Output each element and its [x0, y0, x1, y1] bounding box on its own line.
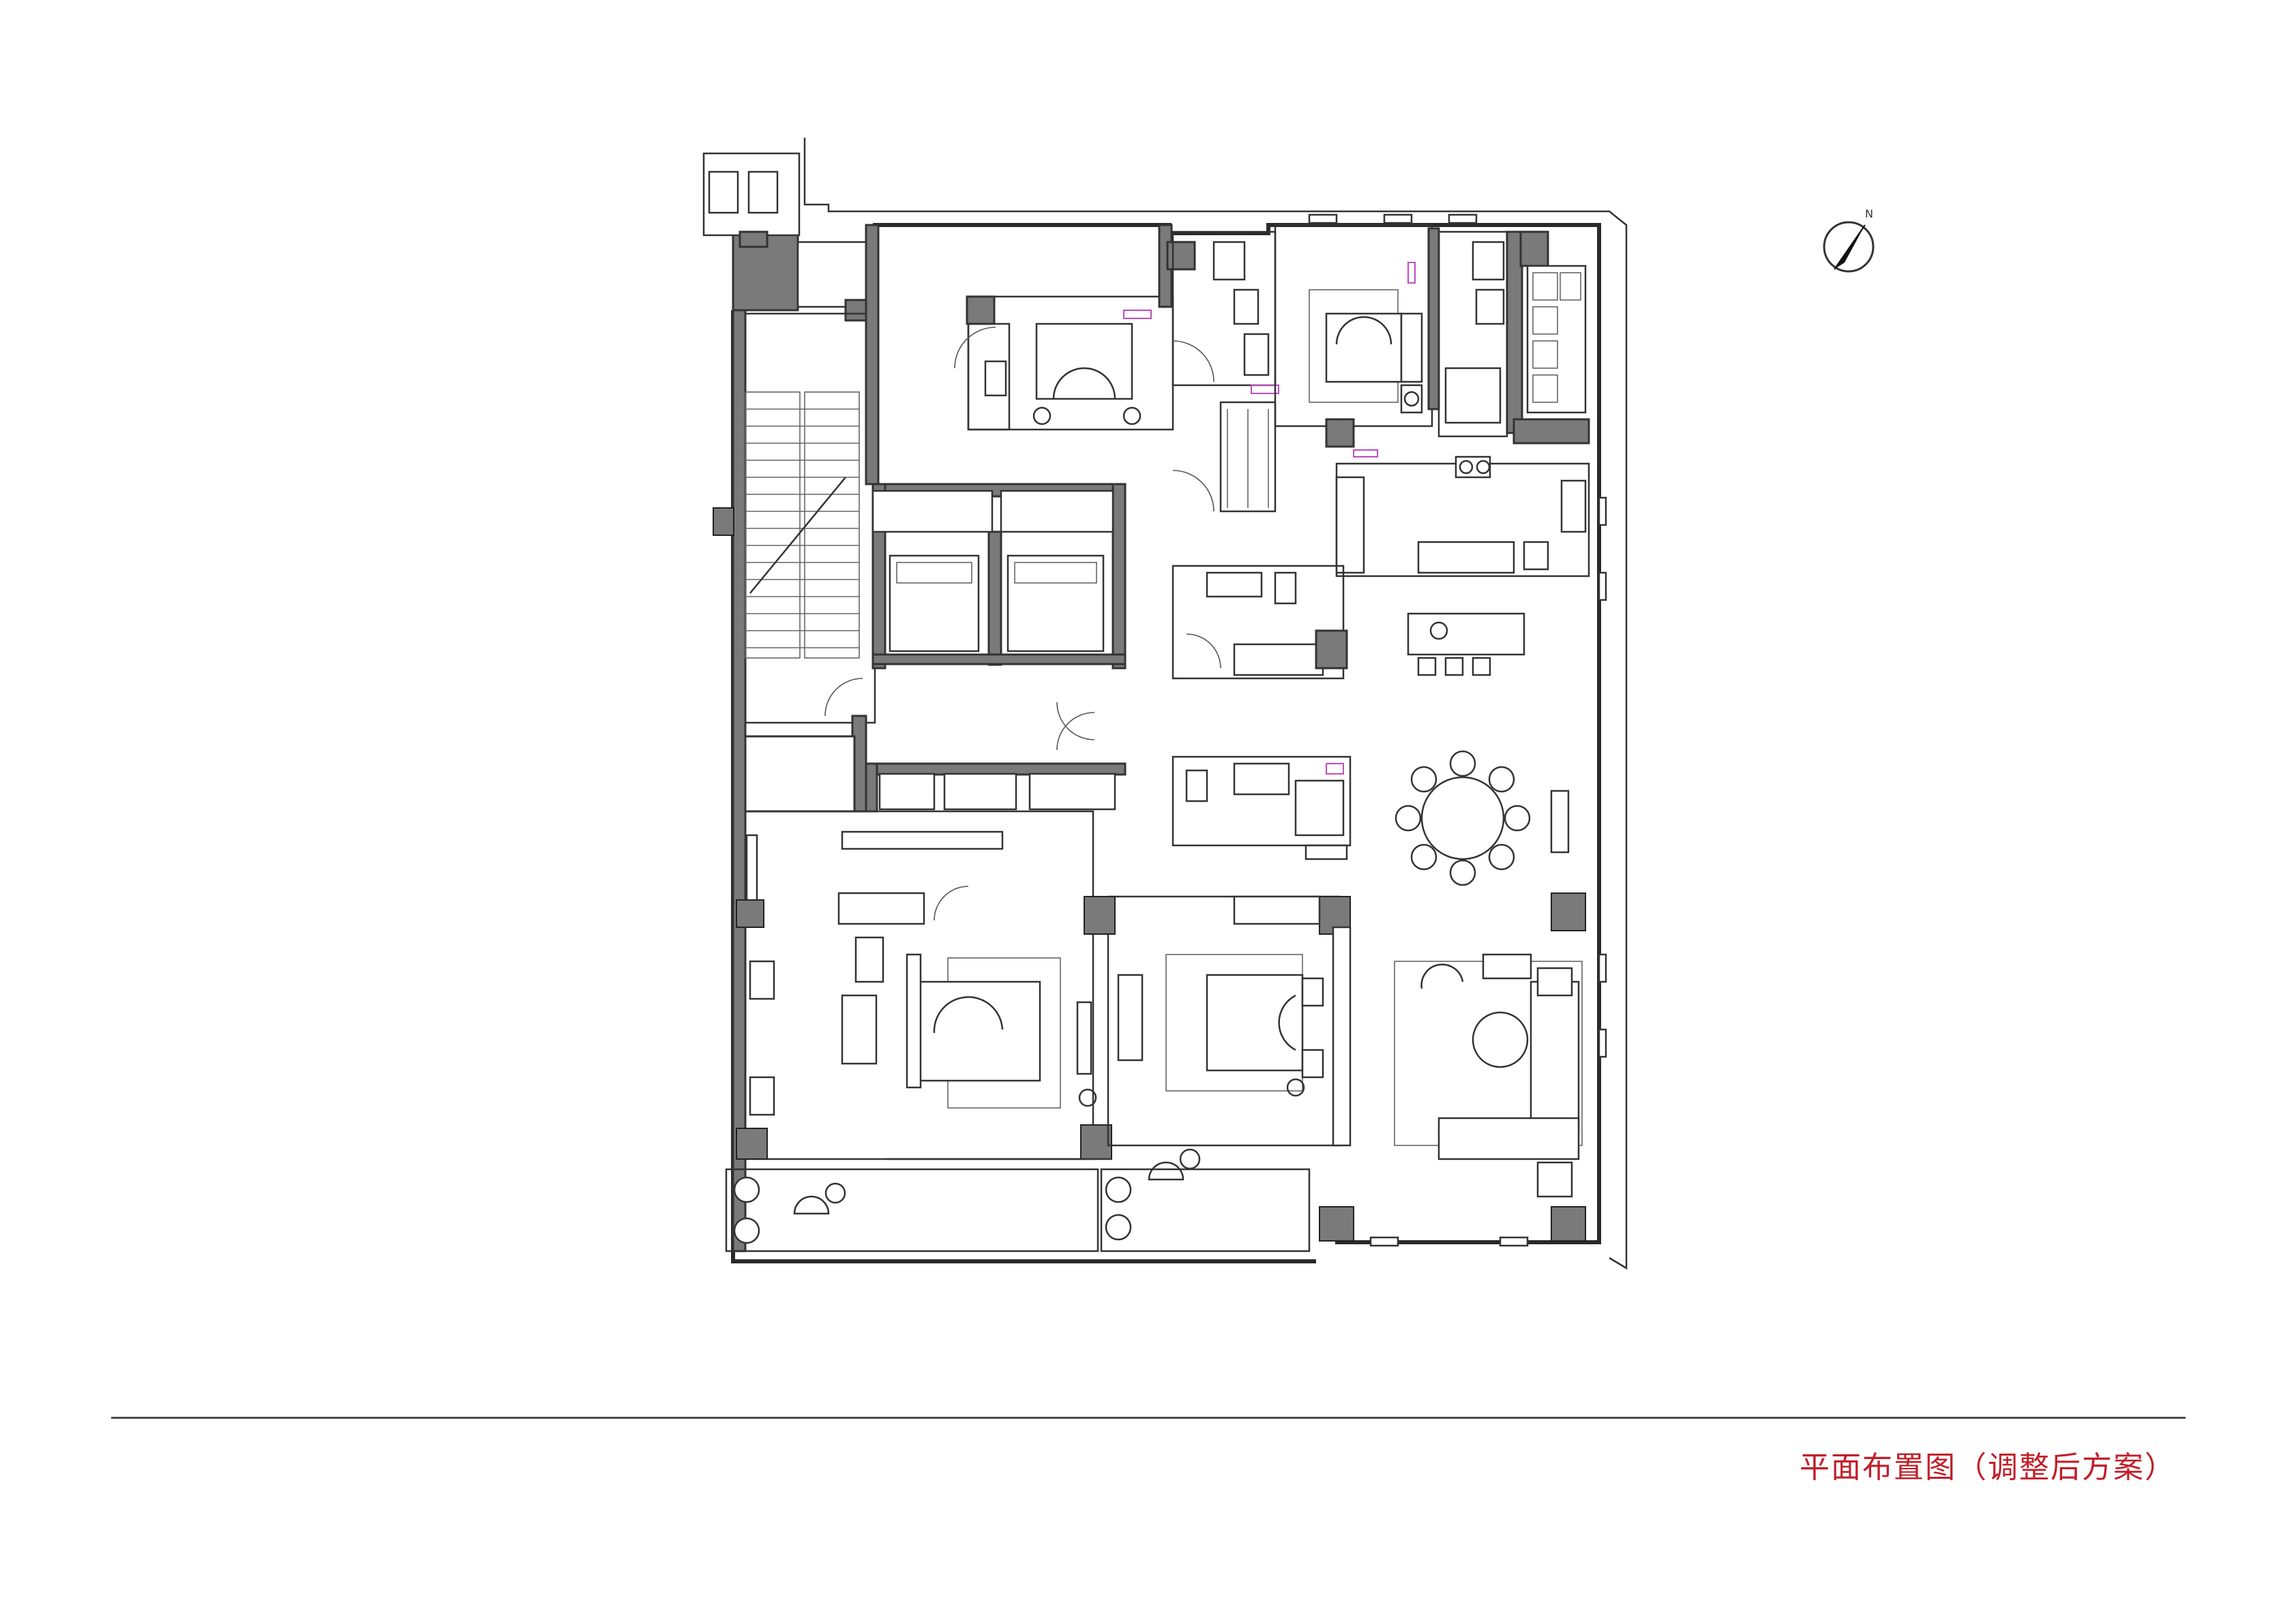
living-room: [1394, 953, 1583, 1198]
compass: [1823, 221, 1875, 273]
bathroom-north-2: [1172, 230, 1279, 513]
wc-middle-lower: [1172, 755, 1352, 860]
wc-middle-upper: [1172, 565, 1348, 680]
kitchen: [1325, 418, 1590, 577]
elevator-right: [1007, 554, 1105, 652]
kitchen-island: [1407, 612, 1525, 676]
bedroom-south-middle: [1084, 895, 1352, 1147]
dining-table: [1395, 750, 1570, 886]
elevator-left: [889, 554, 980, 652]
bathroom-north-4: [1437, 230, 1523, 438]
balconies: [725, 1148, 1311, 1252]
plan-caption: 平面布置图（调整后方案）: [1800, 1450, 2176, 1485]
stair-treads: [745, 391, 860, 659]
corner-columns: [1308, 213, 1607, 1247]
compass-north-label: N: [1865, 207, 1873, 220]
kitchen-storage-ne: [1512, 230, 1590, 445]
bedroom-north-3: [1274, 224, 1440, 427]
bedroom-south-master: [736, 810, 1112, 1160]
bedroom-north-1: [865, 224, 1196, 485]
title-divider: [111, 1417, 2186, 1419]
stair-core: [744, 312, 1127, 813]
column: [1551, 892, 1586, 931]
